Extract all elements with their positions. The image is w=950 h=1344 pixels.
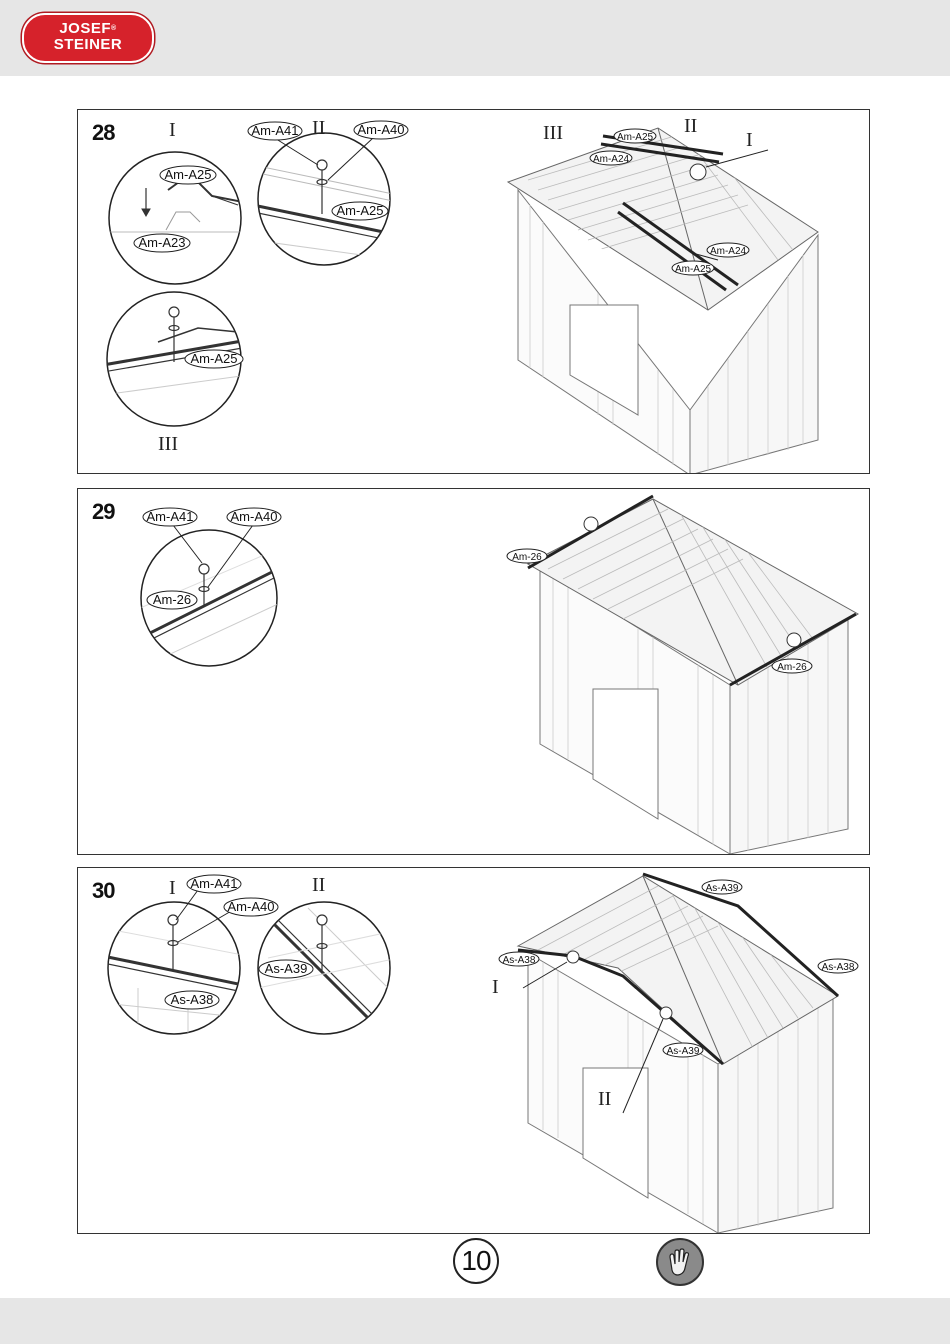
- shed-label-i: I: [492, 976, 499, 998]
- detail-label-i: I: [169, 877, 176, 899]
- part-label-am-a41: Am-A41: [147, 509, 194, 524]
- shed-part-am-a24: Am-A24: [710, 246, 747, 257]
- shed-part-as-a38-right: As-A38: [822, 962, 855, 973]
- page-number: 10: [453, 1238, 499, 1284]
- detail-label-i: I: [169, 119, 176, 141]
- part-label-as-a38: As-A38: [171, 992, 214, 1007]
- footer-bar: [0, 1298, 950, 1344]
- detail-circle-iii: Am-A25 III: [103, 292, 248, 455]
- part-label-am-a25: Am-A25: [165, 167, 212, 182]
- step-30-panel: 30 I Am-A41 A: [77, 867, 870, 1234]
- header-bar: JOSEF® STEINER: [0, 0, 950, 76]
- detail-label-iii: III: [158, 433, 178, 455]
- detail-circle-ii: II As-A39: [258, 874, 408, 1048]
- shed-part-as-a39: As-A39: [667, 1046, 700, 1057]
- brand-line2: STEINER: [24, 37, 152, 53]
- shed-part-as-a39-top: As-A39: [706, 883, 739, 894]
- shed-label-ii: II: [684, 115, 697, 137]
- glove-icon: [656, 1238, 704, 1286]
- step-29-illustration: Am-A41 Am-A40 Am-26: [78, 489, 869, 854]
- shed-part-as-a38-left: As-A38: [503, 955, 536, 966]
- step-30-illustration: I Am-A41 Am-A40 As-A38 II: [78, 868, 869, 1233]
- detail-label-ii: II: [312, 874, 325, 896]
- part-label-am-a25-ii: Am-A25: [337, 203, 384, 218]
- part-label-am-26: Am-26: [153, 592, 191, 607]
- part-label-am-a41: Am-A41: [191, 876, 238, 891]
- shed-label-iii: III: [543, 122, 563, 144]
- brand-mark: ®: [111, 25, 117, 32]
- step-28-panel: 28 I Am-A25 Am-A23: [77, 109, 870, 474]
- shed-drawing: [508, 128, 818, 473]
- shed-part-am-a25-top: Am-A25: [617, 132, 654, 143]
- detail-circle-29: Am-A41 Am-A40 Am-26: [138, 508, 281, 669]
- shed-part-am-26-left: Am-26: [512, 552, 542, 563]
- detail-circle-i: I Am-A41 Am-A40 As-A38: [103, 875, 278, 1038]
- detail-circle-i: I Am-A25 Am-A23: [108, 119, 248, 284]
- brand-line1: JOSEF: [59, 20, 111, 37]
- detail-label-ii: II: [312, 117, 325, 139]
- part-label-am-a23: Am-A23: [139, 235, 186, 250]
- josef-steiner-logo: JOSEF® STEINER: [22, 13, 154, 63]
- part-label-as-a39: As-A39: [265, 961, 308, 976]
- shed-label-i: I: [746, 129, 753, 151]
- part-label-am-a40: Am-A40: [358, 122, 405, 137]
- step-28-illustration: I Am-A25 Am-A23 II Am-A41: [78, 110, 869, 473]
- shed-label-ii: II: [598, 1088, 611, 1110]
- part-label-am-a40: Am-A40: [231, 509, 278, 524]
- part-label-am-a41: Am-A41: [252, 123, 299, 138]
- part-label-am-a40: Am-A40: [228, 899, 275, 914]
- part-label-am-a25-iii: Am-A25: [191, 351, 238, 366]
- shed-part-am-a24-top: Am-A24: [593, 154, 630, 165]
- detail-circle-ii: II Am-A41 Am-A40 Am-A25: [248, 117, 408, 265]
- shed-part-am-a25: Am-A25: [675, 264, 712, 275]
- step-29-panel: 29 Am-A41 Am-A40 Am-26: [77, 488, 870, 855]
- shed-part-am-26-right: Am-26: [777, 662, 807, 673]
- shed-drawing: [528, 496, 858, 854]
- glove-icon-graphic: [658, 1240, 702, 1284]
